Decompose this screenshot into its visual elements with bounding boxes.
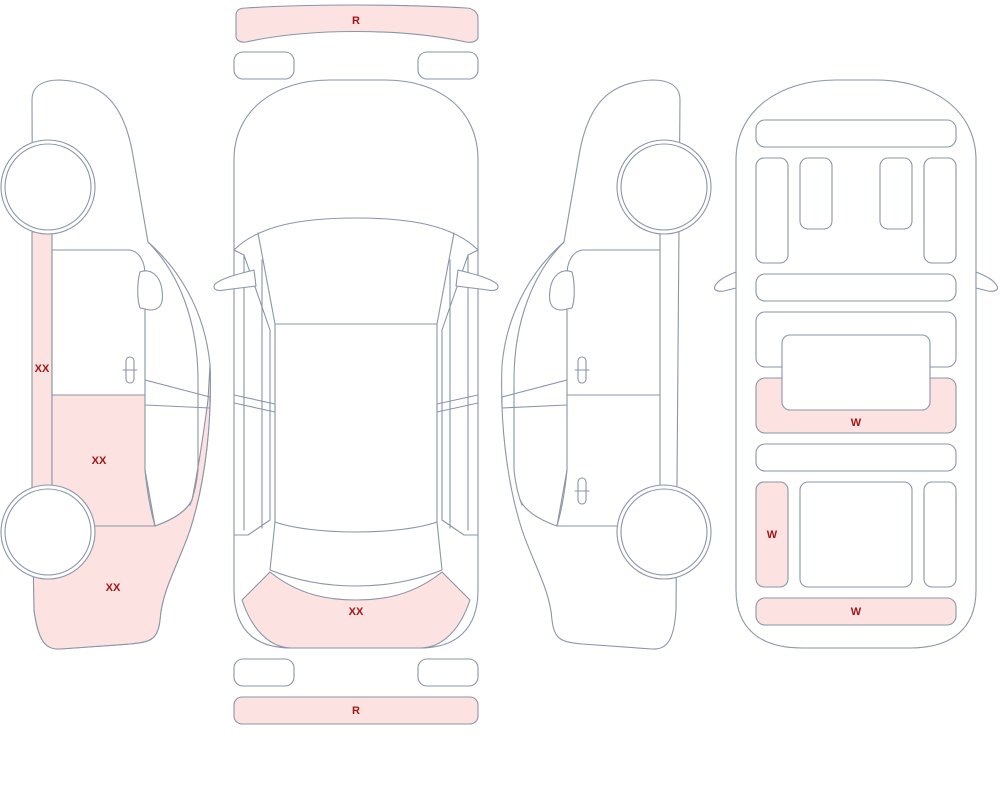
front-left-headlight[interactable] — [233, 51, 295, 80]
front-bumper-label: R — [352, 15, 360, 27]
left-front-door-panel[interactable] — [755, 157, 789, 264]
center-console[interactable] — [755, 273, 957, 302]
left-side-windows — [233, 249, 271, 536]
left-rocker-panel[interactable] — [31, 231, 53, 521]
rear-bumper[interactable] — [233, 696, 479, 725]
left-front-door-outline — [51, 249, 146, 396]
right-rear-interior-panel[interactable] — [923, 481, 957, 588]
right-window-frame — [513, 241, 565, 506]
top-view: R XX R — [213, 4, 499, 725]
left-rear-wheel — [4, 488, 92, 576]
roof — [274, 323, 438, 533]
rear-hatch[interactable] — [241, 571, 471, 649]
left-rear-interior-label: W — [767, 529, 778, 541]
sunroof-panel[interactable] — [781, 334, 931, 411]
rear-right-taillight[interactable] — [417, 658, 479, 687]
right-front-wheel — [620, 143, 708, 231]
right-side-windows — [441, 249, 479, 536]
cargo-floor-label: W — [851, 606, 862, 618]
front-right-headlight[interactable] — [417, 51, 479, 80]
left-rear-interior-panel[interactable] — [755, 481, 789, 588]
right-side-view — [501, 79, 712, 650]
left-window-inner — [243, 254, 263, 531]
front-bumper[interactable] — [235, 4, 479, 43]
dashboard[interactable] — [755, 119, 957, 148]
left-side-view: XX XX XX — [0, 79, 211, 650]
right-b-pillar — [501, 379, 568, 409]
left-front-wheel — [4, 143, 92, 231]
left-rocker-label: XX — [35, 363, 50, 375]
right-mirror[interactable] — [548, 270, 575, 311]
left-c-pillar — [144, 469, 193, 527]
cargo-floor[interactable] — [755, 597, 957, 626]
rear-left-taillight[interactable] — [233, 658, 295, 687]
left-b-pillar — [144, 379, 211, 409]
interior-view: W W W — [713, 79, 999, 649]
passenger-seat[interactable] — [879, 157, 913, 230]
left-mirror[interactable] — [137, 270, 164, 311]
right-window-inner — [449, 254, 469, 531]
left-pillar-top — [233, 394, 276, 413]
hood-rear-edge — [233, 217, 479, 251]
rear-hatch-label: XX — [349, 606, 364, 618]
rear-bumper-label: R — [352, 705, 360, 717]
right-rear-door-outline — [556, 394, 661, 527]
right-pillar-top — [436, 394, 479, 413]
interior-left-mirror[interactable] — [713, 271, 737, 292]
rear-window — [269, 521, 443, 587]
cargo-area[interactable] — [799, 481, 913, 588]
driver-seat[interactable] — [799, 157, 833, 230]
left-rear-door-label: XX — [92, 455, 107, 467]
second-row-seat-label: W — [851, 417, 862, 429]
top-right-mirror[interactable] — [455, 269, 499, 292]
right-front-door-panel[interactable] — [923, 157, 957, 264]
third-row-trim[interactable] — [755, 443, 957, 472]
left-window-frame — [147, 241, 199, 506]
top-left-mirror[interactable] — [213, 269, 257, 292]
interior-right-mirror[interactable] — [975, 271, 999, 292]
right-rear-wheel — [620, 488, 708, 576]
right-c-pillar — [519, 469, 568, 527]
left-rear-quarter-label: XX — [106, 582, 121, 594]
